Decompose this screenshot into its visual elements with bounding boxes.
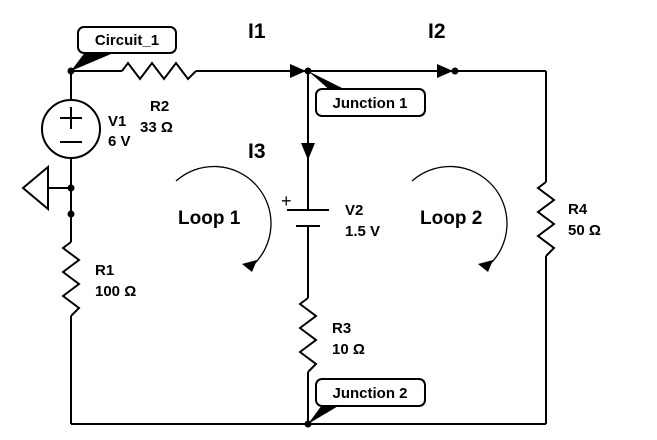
r4-value: 50 Ω [568, 222, 601, 239]
node-i2-arrow [451, 67, 459, 75]
resistor-r3 [298, 297, 318, 373]
loop1-arrow [175, 165, 272, 272]
r2-name: R2 [150, 98, 169, 115]
flag-junction2-label: Junction 2 [332, 385, 407, 402]
resistor-r1 [61, 241, 81, 317]
r1-value: 100 Ω [95, 283, 136, 300]
v1-value: 6 V [108, 133, 131, 150]
ground-symbol-icon [21, 164, 49, 212]
r4-name: R4 [568, 201, 588, 218]
current-label-i2: I2 [428, 20, 446, 43]
flag-circuit1-label: Circuit_1 [95, 32, 159, 49]
current-arrow-i2 [437, 64, 453, 78]
resistor-r4 [536, 181, 556, 257]
current-label-i3: I3 [248, 140, 266, 163]
flag-junction2: Junction 2 [308, 378, 426, 424]
flag-junction1: Junction 1 [308, 71, 426, 117]
r3-value: 10 Ω [332, 341, 365, 358]
battery-v2 [287, 209, 329, 227]
flag-circuit1: Circuit_1 [71, 26, 177, 71]
node-left-mid [67, 210, 75, 218]
v2-plus-sign: + [281, 191, 292, 211]
current-arrow-i3 [301, 143, 315, 160]
r3-name: R3 [332, 320, 351, 337]
v2-name: V2 [345, 202, 363, 219]
current-arrow-i1 [290, 64, 306, 78]
loop-label-2: Loop 2 [420, 208, 482, 229]
flag-junction1-label: Junction 1 [332, 95, 407, 112]
loop2-arrow [411, 165, 508, 272]
v1-name: V1 [108, 113, 126, 130]
v2-value: 1.5 V [345, 223, 380, 240]
r1-name: R1 [95, 262, 114, 279]
loop-label-1: Loop 1 [178, 208, 241, 229]
r2-value: 33 Ω [140, 119, 173, 136]
current-label-i1: I1 [248, 20, 266, 43]
resistor-r2 [121, 61, 197, 81]
node-ground [67, 184, 75, 192]
voltage-source-v1 [41, 99, 101, 159]
